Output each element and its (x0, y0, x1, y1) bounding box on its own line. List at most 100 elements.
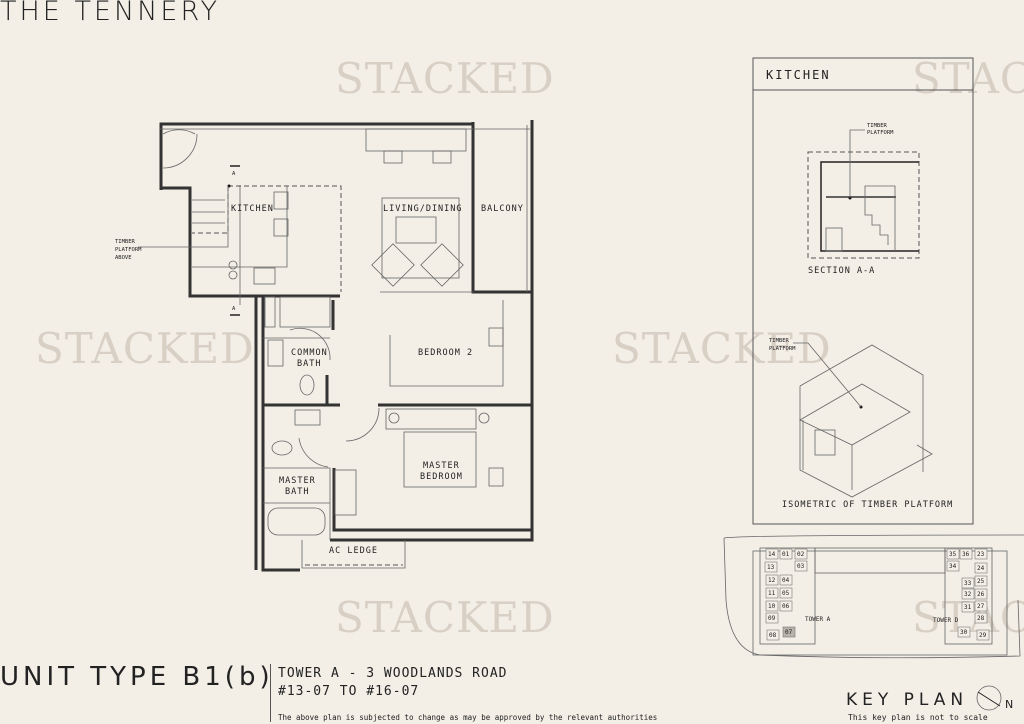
timber-note: ABOVE (115, 255, 132, 261)
north-label: N (1005, 698, 1013, 711)
key-plan-unit-box (779, 574, 793, 586)
section-marker-top: A (232, 171, 236, 177)
key-plan-unit-label: 23 (977, 551, 985, 558)
tower-d-label: TOWER D (933, 617, 959, 624)
key-plan-unit-box (959, 548, 973, 560)
room-label-master-bedroom: BEDROOM (420, 472, 463, 482)
key-plan-unit-box (765, 574, 779, 586)
key-plan-unit-label: 10 (768, 603, 776, 610)
key-plan-unit-label: 06 (782, 603, 790, 610)
tower-a-label: TOWER A (805, 616, 831, 623)
key-plan-unit-label: 26 (977, 591, 985, 598)
key-plan-unit-label: 33 (964, 580, 972, 587)
watermark: STACKED (912, 54, 1024, 103)
key-plan-unit-label: 09 (768, 615, 776, 622)
watermark: STACKED (612, 324, 832, 373)
room-label-balcony: BALCONY (481, 204, 524, 214)
key-plan-unit-box (779, 587, 793, 599)
disclaimer: The above plan is subjected to change as… (278, 713, 658, 722)
key-plan-unit-label: 14 (768, 551, 776, 558)
key-plan-unit-box (961, 601, 975, 613)
key-plan-unit-box (794, 560, 808, 572)
watermark: STACKED (35, 324, 255, 373)
timber-label: TIMBER (769, 338, 790, 344)
room-label-kitchen: KITCHEN (231, 204, 274, 214)
key-plan-unit-box (957, 626, 971, 638)
room-label-master-bedroom: MASTER (423, 461, 460, 471)
key-plan-unit-box (961, 577, 975, 589)
key-plan-unit-label: 13 (767, 564, 775, 571)
key-plan-unit-label: 11 (768, 590, 776, 597)
key-plan-unit-label: 08 (769, 632, 777, 639)
room-label-master-bath: BATH (285, 487, 309, 497)
key-plan-unit-label: 28 (977, 615, 985, 622)
key-plan-unit-label: 31 (964, 604, 972, 611)
key-plan-unit-box (974, 612, 988, 624)
tower-address: TOWER A - 3 WOODLANDS ROAD (278, 666, 508, 681)
key-plan-unit-label: 12 (768, 577, 776, 584)
key-plan-unit-box (974, 575, 988, 587)
isometric-label: ISOMETRIC OF TIMBER PLATFORM (782, 500, 953, 510)
key-plan-unit-label: 27 (977, 603, 985, 610)
key-plan-unit-box (976, 629, 990, 641)
key-plan-unit-box (765, 612, 779, 624)
room-label-common-bath: COMMON (291, 348, 328, 358)
unit-type-title: UNIT TYPE B1(b) (0, 662, 274, 692)
key-plan-unit-box (764, 561, 778, 573)
room-label-common-bath: BATH (297, 359, 321, 369)
floor-plan: A A KITCHEN LIVING/DINING BALCONY COMMON… (115, 120, 534, 572)
key-plan-unit-label: 01 (782, 551, 790, 558)
key-plan-unit-box (782, 626, 796, 638)
key-plan-unit-box (794, 548, 808, 560)
key-plan-unit-label: 24 (977, 565, 985, 572)
detail-title: KITCHEN (766, 68, 831, 82)
timber-label: PLATFORM (867, 130, 894, 136)
room-label-living-dining: LIVING/DINING (383, 204, 463, 214)
key-plan-unit-box (974, 562, 988, 574)
key-plan-unit-box (974, 548, 988, 560)
key-plan-unit-label: 25 (977, 578, 985, 585)
unit-range: #13-07 TO #16-07 (278, 684, 420, 699)
timber-note: TIMBER (115, 239, 136, 245)
footer-divider (270, 664, 271, 722)
project-title: THE TENNERY (0, 0, 220, 27)
timber-label: TIMBER (867, 123, 888, 129)
key-plan-unit-box (946, 548, 960, 560)
key-plan-unit-box (779, 600, 793, 612)
key-plan-unit-box (946, 560, 960, 572)
key-plan-unit-box (961, 588, 975, 600)
key-plan-unit-box (765, 548, 779, 560)
key-plan: TOWER A TOWER D N 14 01 02 13 03 12 04 11 05 10 06… (723, 534, 1024, 711)
key-plan-unit-label: 04 (782, 577, 790, 584)
key-plan-title: KEY PLAN (846, 690, 969, 710)
timber-note: PLATFORM (115, 247, 142, 253)
key-plan-unit-label: 02 (797, 551, 805, 558)
section-label: SECTION A-A (808, 266, 875, 276)
key-plan-unit-label: 05 (782, 590, 790, 597)
key-plan-unit-box (765, 600, 779, 612)
key-plan-unit-label: 34 (949, 563, 957, 570)
key-plan-unit-box (779, 548, 793, 560)
key-plan-unit-box (974, 600, 988, 612)
key-plan-unit-box (766, 629, 780, 641)
watermark: STACKED (335, 54, 555, 103)
key-plan-unit-label: 32 (964, 591, 972, 598)
watermarks: STACKED STACKED STACKED STACKED STACKED … (35, 54, 1024, 642)
key-plan-unit-label: 30 (960, 629, 968, 636)
key-plan-unit-box (765, 587, 779, 599)
kitchen-detail-panel: KITCHEN TIMBER PLATFORM SECTION A-A TIMB… (752, 57, 974, 525)
key-plan-unit-label: 36 (962, 551, 970, 558)
key-plan-note: This key plan is not to scale (848, 713, 988, 722)
key-plan-unit-label: 35 (949, 551, 957, 558)
timber-label: PLATFORM (769, 346, 796, 352)
key-plan-unit-label: 03 (797, 563, 805, 570)
key-plan-unit-label: 29 (979, 632, 987, 639)
key-plan-unit-box (974, 588, 988, 600)
room-label-bedroom-2: BEDROOM 2 (418, 348, 473, 358)
room-label-ac-ledge: AC LEDGE (329, 546, 378, 556)
key-plan-unit-label: 07 (785, 629, 793, 636)
room-label-master-bath: MASTER (279, 476, 316, 486)
watermark: STACKED (335, 593, 555, 642)
section-marker-bottom: A (232, 306, 236, 312)
